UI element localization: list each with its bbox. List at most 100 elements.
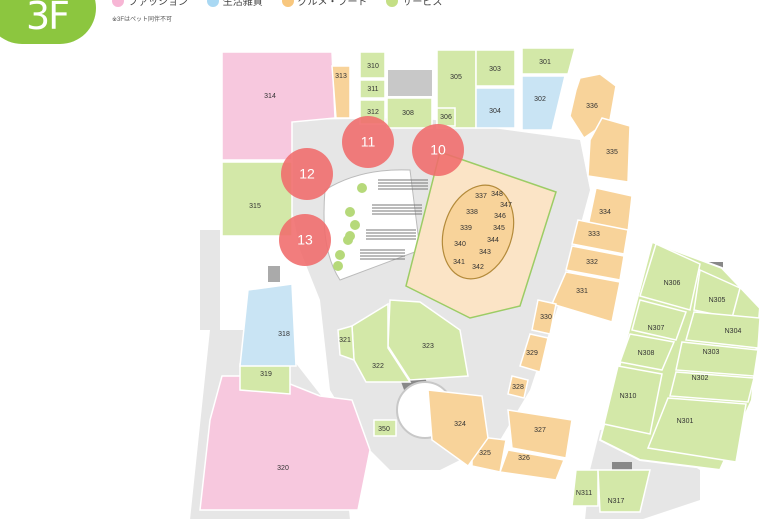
store-335[interactable]: 335 bbox=[587, 117, 631, 183]
store-338[interactable]: 338 bbox=[466, 209, 478, 216]
store-area bbox=[571, 469, 599, 507]
location-marker-11[interactable]: 11 bbox=[342, 116, 394, 168]
store-area bbox=[669, 371, 755, 403]
store-350[interactable]: 350 bbox=[373, 419, 397, 437]
store-area bbox=[436, 107, 456, 127]
store-339[interactable]: 339 bbox=[460, 225, 472, 232]
store-number: 324 bbox=[454, 421, 466, 428]
store-306[interactable]: 306 bbox=[436, 107, 456, 127]
store-318[interactable]: 318 bbox=[239, 283, 297, 367]
store-332[interactable]: 332 bbox=[565, 245, 625, 281]
category-legend: ファッション 生活雑貨 グルメ・フード サービス bbox=[112, 0, 458, 9]
store-321[interactable]: 321 bbox=[337, 325, 355, 362]
store-311[interactable]: 311 bbox=[359, 79, 386, 99]
store-n311[interactable]: N311 bbox=[571, 469, 599, 507]
store-area bbox=[239, 283, 297, 367]
store-number: 333 bbox=[588, 231, 600, 238]
store-303[interactable]: 303 bbox=[475, 49, 516, 87]
location-marker-13[interactable]: 13 bbox=[279, 214, 331, 266]
store-number: 334 bbox=[599, 209, 611, 216]
store-number: N308 bbox=[638, 350, 655, 357]
store-330[interactable]: 330 bbox=[531, 299, 557, 335]
store-n308[interactable]: N308 bbox=[618, 333, 676, 371]
store-328[interactable]: 328 bbox=[507, 375, 529, 399]
store-n304[interactable]: N304 bbox=[685, 311, 761, 349]
floor-label: 3F bbox=[26, 0, 70, 38]
store-number: 301 bbox=[539, 59, 551, 66]
store-area bbox=[221, 51, 336, 161]
store-319[interactable]: 319 bbox=[239, 363, 291, 395]
store-308[interactable]: 308 bbox=[386, 97, 433, 129]
store-n310[interactable]: N310 bbox=[603, 365, 663, 435]
store-number: 325 bbox=[479, 450, 491, 457]
store-302[interactable]: 302 bbox=[521, 75, 566, 131]
store-310[interactable]: 310 bbox=[359, 51, 386, 79]
pet-note: ※3Fはペット同伴不可 bbox=[112, 17, 173, 23]
location-marker-12[interactable]: 12 bbox=[281, 148, 333, 200]
legend-dot-icon bbox=[206, 0, 219, 7]
location-marker-10[interactable]: 10 bbox=[412, 124, 464, 176]
store-n303[interactable]: N303 bbox=[675, 341, 759, 377]
store-number: N307 bbox=[648, 325, 665, 332]
store-number: 327 bbox=[534, 427, 546, 434]
marker-label: 12 bbox=[299, 166, 315, 182]
legend-dot-icon bbox=[386, 0, 399, 7]
store-area bbox=[498, 449, 566, 481]
store-number: 311 bbox=[367, 86, 378, 93]
store-343[interactable]: 343 bbox=[479, 249, 491, 256]
store-331[interactable]: 331 bbox=[550, 271, 621, 323]
store-area bbox=[427, 389, 489, 468]
store-337[interactable]: 337 bbox=[475, 193, 487, 200]
store-326[interactable]: 326 bbox=[498, 449, 566, 481]
store-area bbox=[507, 409, 573, 459]
store-number: 308 bbox=[402, 110, 414, 117]
store-346[interactable]: 346 bbox=[494, 213, 506, 220]
store-area bbox=[521, 75, 566, 131]
store-area bbox=[631, 299, 687, 341]
store-n302[interactable]: N302 bbox=[669, 371, 755, 403]
store-area bbox=[521, 47, 576, 75]
store-n301[interactable]: N301 bbox=[646, 397, 747, 463]
store-n305[interactable]: N305 bbox=[693, 268, 741, 319]
store-number: 314 bbox=[264, 93, 276, 100]
store-333[interactable]: 333 bbox=[571, 219, 629, 255]
store-340[interactable]: 340 bbox=[454, 241, 466, 248]
store-n317[interactable]: N317 bbox=[597, 469, 651, 513]
legend-item-service[interactable]: サービス bbox=[386, 0, 442, 8]
legend-item-goods[interactable]: 生活雑貨 bbox=[206, 0, 263, 8]
store-314[interactable]: 314 bbox=[221, 51, 336, 161]
store-area bbox=[565, 245, 625, 281]
store-area bbox=[359, 51, 386, 79]
planter-icon bbox=[357, 183, 367, 193]
store-layer: 337 338 339 340 341 342 343 344 345 346 347 348 314 3… bbox=[199, 47, 762, 513]
store-304[interactable]: 304 bbox=[475, 87, 516, 129]
store-348[interactable]: 348 bbox=[491, 191, 503, 198]
store-n307[interactable]: N307 bbox=[631, 299, 687, 341]
store-area bbox=[685, 311, 761, 349]
store-number: 326 bbox=[518, 455, 530, 462]
store-313[interactable]: 313 bbox=[331, 65, 351, 119]
store-301[interactable]: 301 bbox=[521, 47, 576, 75]
store-n306[interactable]: N306 bbox=[639, 242, 701, 311]
store-342[interactable]: 342 bbox=[472, 264, 484, 271]
store-345[interactable]: 345 bbox=[493, 225, 505, 232]
store-number: 332 bbox=[586, 259, 598, 266]
food-court: 337 338 339 340 341 342 343 344 345 346 347 348 bbox=[405, 151, 557, 319]
store-number: 323 bbox=[422, 343, 434, 350]
floor-badge bbox=[0, 0, 96, 44]
store-324[interactable]: 324 bbox=[427, 389, 489, 468]
store-341[interactable]: 341 bbox=[453, 259, 465, 266]
legend-item-food[interactable]: グルメ・フード bbox=[281, 0, 368, 8]
store-347[interactable]: 347 bbox=[500, 202, 512, 209]
store-327[interactable]: 327 bbox=[507, 409, 573, 459]
store-area bbox=[603, 365, 663, 435]
store-329[interactable]: 329 bbox=[519, 333, 549, 373]
store-number: 331 bbox=[576, 288, 588, 295]
store-344[interactable]: 344 bbox=[487, 237, 499, 244]
legend-dot-icon bbox=[112, 0, 124, 7]
planter-icon bbox=[345, 231, 355, 241]
legend-item-fashion[interactable]: ファッション bbox=[112, 0, 188, 8]
planter-icon bbox=[333, 261, 343, 271]
store-number: 336 bbox=[586, 103, 598, 110]
